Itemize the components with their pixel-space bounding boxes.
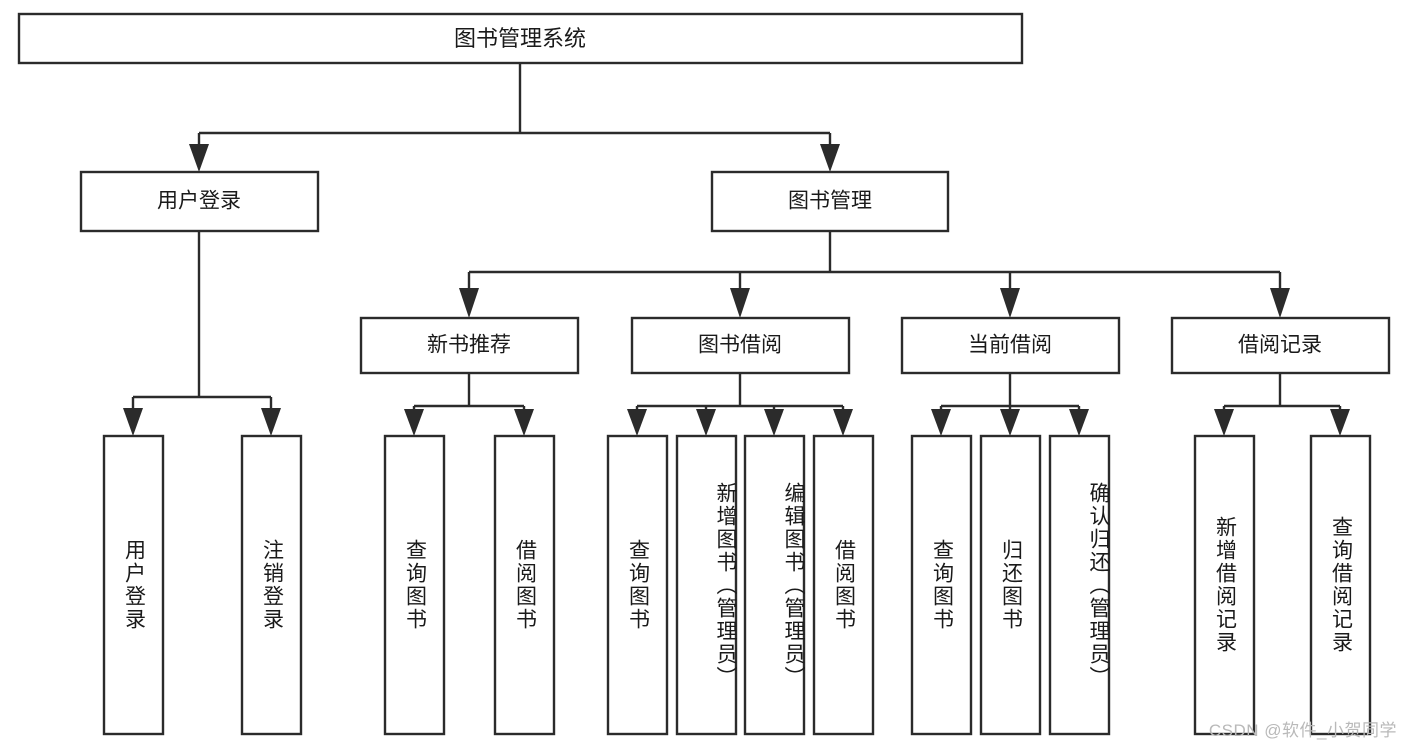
- node-book-manage-label: 图书管理: [788, 190, 872, 213]
- arrowhead-borrowrecord-leaf-1: [1214, 409, 1234, 436]
- connector-borrowrecord-bus: [1222, 373, 1342, 412]
- watermark-text: CSDN @软件_小贺同学: [1208, 721, 1397, 740]
- node-new-book-recommend[interactable]: 新书推荐: [359, 316, 580, 375]
- arrowhead-to-book-manage: [820, 144, 840, 172]
- arrowhead-currentborrow-leaf-3: [1069, 409, 1089, 436]
- leaf-box-user-login-2[interactable]: [240, 434, 303, 736]
- arrowhead-newbook-leaf-2: [514, 409, 534, 436]
- node-root-box[interactable]: [17, 12, 1024, 65]
- arrowhead-bookborrow-leaf-1: [627, 409, 647, 436]
- node-current-borrow-box[interactable]: [900, 316, 1121, 375]
- node-user-login[interactable]: 用户登录: [79, 170, 320, 233]
- arrowhead-borrowrecord-leaf-2: [1330, 409, 1350, 436]
- node-new-book-recommend-label: 新书推荐: [427, 334, 511, 357]
- arrowhead-bookborrow-leaf-4: [833, 409, 853, 436]
- node-book-borrow[interactable]: 图书借阅: [630, 316, 851, 375]
- connector-userlogin-bus: [131, 231, 273, 412]
- arrowhead-to-user-login: [189, 144, 209, 172]
- leaf-boxes: [102, 434, 1372, 736]
- connector-bookborrow-bus: [635, 373, 845, 412]
- node-book-borrow-label: 图书借阅: [698, 334, 782, 357]
- node-user-login-label: 用户登录: [157, 190, 241, 213]
- node-current-borrow[interactable]: 当前借阅: [900, 316, 1121, 375]
- node-borrow-record-box[interactable]: [1170, 316, 1391, 375]
- arrowhead-newbook-leaf-1: [404, 409, 424, 436]
- node-book-manage-box[interactable]: [710, 170, 950, 233]
- node-book-borrow-box[interactable]: [630, 316, 851, 375]
- leaf-box-borrow-record-1[interactable]: [1193, 434, 1256, 736]
- arrowhead-userlogin-leaf-1: [123, 408, 143, 436]
- arrowhead-to-borrow-record: [1270, 288, 1290, 318]
- leaf-box-user-login-1[interactable]: [102, 434, 165, 736]
- arrowhead-userlogin-leaf-2: [261, 408, 281, 436]
- connector-currentborrow-bus: [939, 373, 1081, 412]
- connectors: [123, 63, 1350, 436]
- node-user-login-box[interactable]: [79, 170, 320, 233]
- leaf-box-book-borrow-3[interactable]: [743, 434, 806, 736]
- arrowhead-to-book-borrow: [730, 288, 750, 318]
- node-root[interactable]: 图书管理系统: [17, 12, 1024, 65]
- arrowhead-currentborrow-leaf-1: [931, 409, 951, 436]
- node-borrow-record-label: 借阅记录: [1238, 334, 1322, 357]
- connector-root-to-level2: [197, 63, 832, 150]
- node-new-book-recommend-box[interactable]: [359, 316, 580, 375]
- node-root-label: 图书管理系统: [454, 26, 586, 51]
- node-book-manage[interactable]: 图书管理: [710, 170, 950, 233]
- leaf-box-current-borrow-2[interactable]: [979, 434, 1042, 736]
- leaf-box-book-borrow-1[interactable]: [606, 434, 669, 736]
- arrowhead-to-current-borrow: [1000, 288, 1020, 318]
- arrowhead-bookborrow-leaf-3: [764, 409, 784, 436]
- arrowhead-bookborrow-leaf-2: [696, 409, 716, 436]
- node-borrow-record[interactable]: 借阅记录: [1170, 316, 1391, 375]
- leaf-box-book-borrow-4[interactable]: [812, 434, 875, 736]
- leaf-box-borrow-record-2[interactable]: [1309, 434, 1372, 736]
- connector-bookmanage-bus: [467, 231, 1282, 288]
- connector-newbook-bus: [412, 373, 526, 412]
- leaf-box-book-borrow-2[interactable]: [675, 434, 738, 736]
- arrowhead-to-new-book: [459, 288, 479, 318]
- node-current-borrow-label: 当前借阅: [968, 334, 1052, 357]
- leaf-box-new-book-1[interactable]: [383, 434, 446, 736]
- leaf-box-current-borrow-3[interactable]: [1048, 434, 1111, 736]
- arrowhead-currentborrow-leaf-2: [1000, 409, 1020, 436]
- leaf-box-current-borrow-1[interactable]: [910, 434, 973, 736]
- leaf-box-new-book-2[interactable]: [493, 434, 556, 736]
